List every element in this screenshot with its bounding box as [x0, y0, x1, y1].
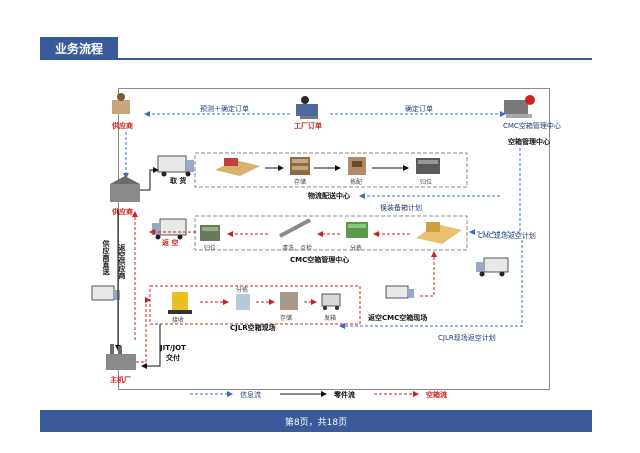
- cjlr-step-store: [280, 292, 298, 310]
- legend-parts-label: 零件流: [333, 390, 355, 399]
- forecast-label: 预测＋确定订单: [200, 104, 249, 113]
- confirm-order-label: 确定订单: [405, 104, 433, 113]
- logistics-step-pick: [348, 157, 366, 175]
- truck-right-icon: [476, 257, 509, 277]
- supplier-left-label: 供应商: [111, 207, 133, 216]
- legend-empty-label: 空箱流: [426, 390, 447, 399]
- cmc-center-title: CMC空箱管理中心: [290, 255, 349, 264]
- logistics-step-store: [290, 157, 310, 175]
- header-rule: [40, 58, 592, 60]
- logistics-step-receive: [215, 158, 260, 176]
- cjlr-site-box: [149, 285, 361, 325]
- logistics-return-label: 归位: [420, 178, 432, 186]
- cmc-top-sublabel: 空箱管理中心: [508, 137, 550, 146]
- cmc-step-clean: [279, 218, 311, 238]
- supplier-top-icon: [112, 93, 130, 114]
- factory-order-icon: [296, 96, 318, 119]
- cjlr-sort-label: 分拣: [236, 286, 248, 294]
- logistics-pick-label: 拣配: [350, 178, 362, 186]
- supplier-direct-label: 供应商直送: [102, 239, 111, 276]
- factory-order-label: 工厂订单: [294, 121, 322, 130]
- truck-return-icon: [152, 218, 187, 240]
- cjlr-site-title: CJLR空箱现场: [230, 323, 276, 332]
- cmc-step-shelve: [200, 225, 220, 241]
- cjlr-step-receive: [168, 292, 192, 314]
- cjlr-step-sort: [236, 294, 250, 310]
- page-footer: 第8页，共18页: [40, 410, 592, 432]
- pickup-label: 取 货: [170, 176, 186, 185]
- logistics-center-box: [194, 152, 468, 188]
- truck-cjlr-return-icon: [385, 285, 414, 299]
- main-factory-icon: [106, 344, 136, 370]
- page-number: 第8页，共18页: [284, 417, 348, 428]
- cjlr-receive-label: 接收: [172, 316, 184, 324]
- logistics-step-return: [416, 158, 440, 174]
- cjlr-store-label: 存储: [280, 314, 292, 322]
- cjlr-return-label: 返空CMC空箱现场: [368, 313, 427, 322]
- legend-info-label: 信息流: [240, 390, 261, 399]
- delivery-label: 交付: [166, 353, 180, 362]
- cmc-sort-label: 分拣: [350, 244, 362, 252]
- empty-arrow-factory-cjlr: [136, 297, 151, 363]
- info-arrow-cjlr-plan: [339, 240, 523, 329]
- cjlr-step-dispatch: [321, 293, 341, 310]
- cmc-clean-label: 清洗、点检: [282, 244, 312, 252]
- cmc-center-box: [194, 215, 468, 251]
- supplier-left-icon: [110, 176, 140, 202]
- cmc-top-icon: [504, 95, 535, 118]
- cjlr-dispatch-label: 发箱: [324, 314, 336, 322]
- cmc-step-receive: [416, 222, 462, 244]
- return-supplier-label: 返空供应商: [118, 243, 127, 280]
- empty-arrow-cjlr-to-cmc: [420, 251, 437, 297]
- parts-arrow-pickup: [140, 167, 159, 191]
- cmc-shelve-label: 归位: [204, 244, 216, 252]
- main-factory-label: 主机厂: [110, 375, 131, 384]
- logistics-center-title: 物流配送中心: [308, 191, 350, 200]
- supplier-top-label: 供应商: [111, 121, 133, 130]
- section-title: 业务流程: [40, 37, 118, 59]
- return-empty-label: 返 空: [162, 238, 178, 247]
- logistics-store-label: 存储: [294, 178, 306, 186]
- cmc-step-sort: [346, 222, 368, 238]
- truck-left-icon: [91, 285, 120, 301]
- cjlr-return-plan-label: CJLR现场返空计划: [438, 333, 496, 342]
- parts-arrow-delivery: [141, 324, 161, 369]
- jit-jot-label: JIT/JOT: [159, 344, 186, 352]
- legend: 信息流 零件流 空箱流: [190, 390, 447, 399]
- truck-pickup-icon: [157, 155, 194, 177]
- cmc-return-plan-label: CMC现场返空计划: [478, 231, 536, 240]
- repack-plan-label: 换装备箱计划: [380, 203, 422, 212]
- cmc-top-label: CMC空箱管理中心: [503, 121, 561, 130]
